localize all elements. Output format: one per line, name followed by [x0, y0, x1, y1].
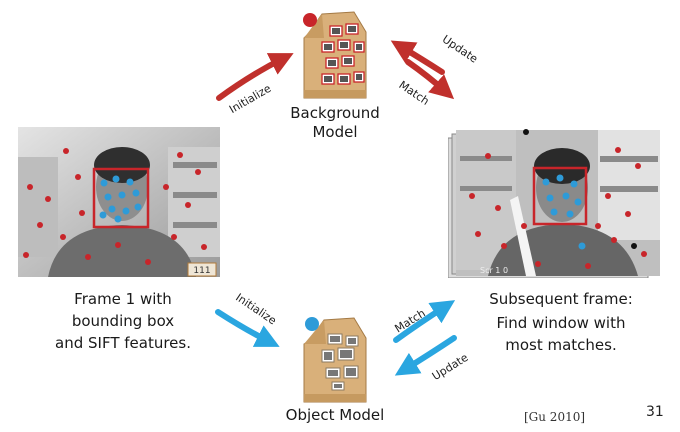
initialize-bottom-label: Initialize: [233, 291, 279, 328]
initialize-bottom-arrow: [215, 309, 280, 347]
frame1-bounding-box: [92, 167, 150, 229]
subsequent-blue-features: [542, 174, 586, 250]
subsequent-counter: Scr 1 0: [480, 266, 508, 275]
frame1-caption-line1: Frame 1 with: [74, 290, 172, 308]
subsequent-red-features: [469, 147, 647, 269]
match-top-label: Match: [396, 78, 431, 108]
update-top-label: Update: [440, 33, 480, 66]
object-model-pin: [305, 317, 319, 331]
background-model-label: Background Model: [270, 104, 400, 142]
frame1-counter: 111: [193, 266, 210, 276]
match-top-arrow: [405, 59, 455, 100]
background-model-pin: [303, 13, 317, 27]
background-model-bag-icon: [303, 11, 367, 99]
frame1-caption-line2: bounding box: [71, 312, 175, 330]
frame1-caption-line3: and SIFT features.: [55, 334, 191, 352]
subsequent-caption: Subsequent frame: Find window with most …: [466, 288, 656, 356]
object-model-label: Object Model: [285, 406, 385, 424]
frame1-image: 111: [18, 127, 220, 277]
subsequent-bounding-box: [532, 166, 588, 226]
background-model-label-line2: Model: [312, 123, 358, 141]
match-bottom-arrow: [393, 300, 456, 343]
object-model-bag-icon: [303, 317, 367, 403]
initialize-top-arrow: [216, 53, 294, 101]
subsequent-caption-line3: most matches.: [505, 336, 617, 354]
update-bottom-label: Update: [430, 351, 471, 383]
citation: [Gu 2010]: [524, 410, 586, 424]
frame1-red-features: [23, 148, 207, 265]
slide-number: 31: [646, 404, 664, 420]
update-top-arrow: [390, 40, 445, 75]
update-bottom-arrow: [394, 335, 457, 376]
subsequent-caption-line2: Find window with: [496, 314, 626, 332]
background-model-label-line1: Background: [290, 104, 380, 122]
subsequent-frame-image: Scr 1 0: [448, 129, 660, 278]
frame1-caption: Frame 1 with bounding box and SIFT featu…: [18, 288, 228, 354]
frame1-blue-features: [99, 175, 142, 223]
subsequent-caption-line1: Subsequent frame:: [489, 290, 633, 308]
